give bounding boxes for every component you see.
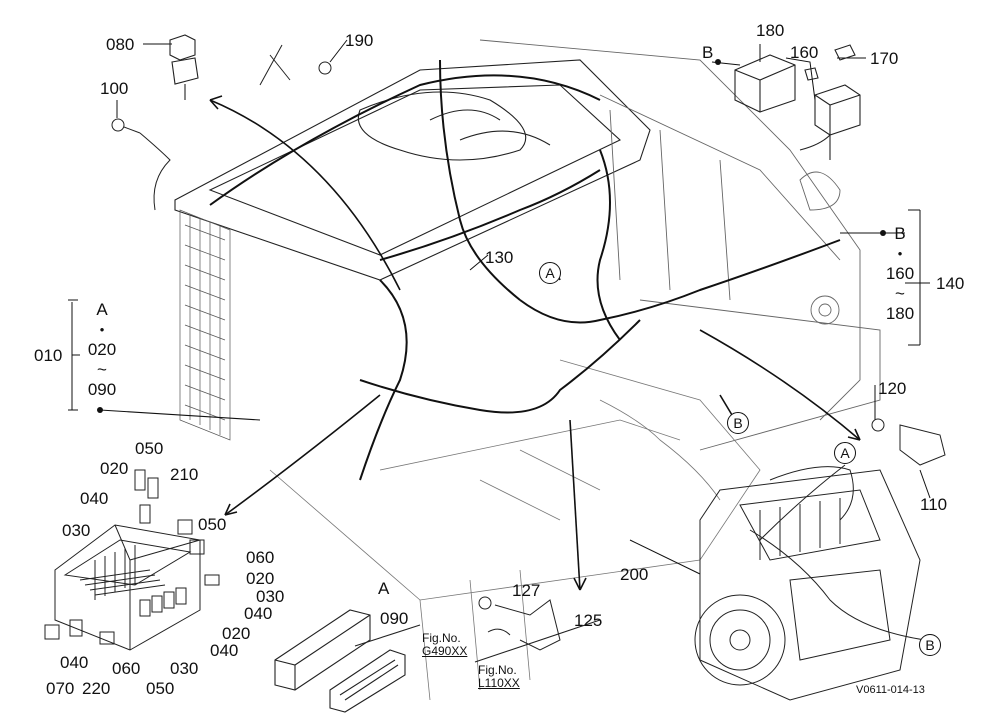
range-right-stack: B • 160 ~ 180 [884,224,916,324]
main-harness [209,59,841,481]
part-label-127: 127 [512,581,541,600]
part-label-130: 130 [485,248,514,267]
leader-lines [68,39,931,575]
relay-box-drawing [734,44,861,160]
range-left-to: 090 [87,380,117,399]
part-label-030-c: 030 [170,659,199,678]
fig-ref-l110-number: L110XX [478,676,520,690]
part-label-080: 080 [106,35,135,54]
fig-ref-l110: Fig.No. L110XX [478,664,520,690]
cab-rear-grille [179,209,231,441]
part-label-200: 200 [620,565,649,584]
callout-b-engine: B [919,634,941,656]
lower-frame [269,359,761,701]
fig-ref-g490: Fig.No. G490XX [422,632,467,658]
part-label-170: 170 [870,49,899,68]
range-right-from: 160 [885,264,915,283]
range-left-letter: A [96,300,108,319]
part-label-040-b: 040 [244,604,273,623]
range-left-tilde: ~ [97,360,107,379]
part-label-120: 120 [878,379,907,398]
callout-b-box: B [702,43,714,62]
callout-a-bottom: A [378,579,390,598]
bolt-parts [111,44,946,651]
engine-drawing [694,464,926,701]
fig-ref-g490-number: G490XX [422,644,468,658]
range-left-sep: • [99,322,105,337]
range-right-letter: B [894,224,906,243]
range-right-to: 180 [885,304,915,323]
part-label-060-a: 060 [246,548,275,567]
part-label-030-b: 030 [256,587,285,606]
range-left-from: 020 [87,340,117,359]
part-label-050-c: 050 [146,679,175,698]
part-label-050-a: 050 [135,439,164,458]
part-label-050-b: 050 [198,515,227,534]
pointer-arrows [209,95,861,591]
range-right-tilde: ~ [895,284,905,303]
callout-a-engine: A [834,442,856,464]
part-label-160: 160 [790,43,819,62]
loader-frame [479,39,881,451]
part-label-210: 210 [170,465,199,484]
part-label-070: 070 [46,679,75,698]
part-label-040-c: 040 [210,641,239,660]
range-left-stack: A • 020 ~ 090 [86,300,118,400]
callout-a-main: A [539,262,561,284]
part-label-060-b: 060 [112,659,141,678]
range-right-sep: • [897,246,903,261]
part-label-030-a: 030 [62,521,91,540]
connector-dots [97,59,886,413]
part-label-020-c: 020 [222,624,251,643]
range-brackets [71,210,921,410]
relay-080-drawing [169,34,199,100]
part-label-125: 125 [574,611,603,630]
part-label-090: 090 [380,609,409,628]
fuse-box-drawing [44,469,220,651]
part-label-040-a: 040 [80,489,109,508]
fig-ref-g490-title: Fig.No. [422,631,461,645]
part-label-040-d: 040 [60,653,89,672]
part-label-180: 180 [756,21,785,40]
control-unit-090-drawing [274,609,601,713]
part-label-020-b: 020 [246,569,275,588]
fig-ref-l110-title: Fig.No. [478,663,517,677]
part-label-100: 100 [100,79,129,98]
part-label-010: 010 [34,346,63,365]
part-label-110: 110 [920,495,948,514]
cab-roof [174,59,651,281]
part-label-140: 140 [936,274,965,293]
part-label-190: 190 [345,31,374,50]
part-label-220: 220 [82,679,111,698]
drawing-code: V0611-014-13 [856,684,925,696]
callout-b-harness: B [727,412,749,434]
part-label-020-a: 020 [100,459,129,478]
